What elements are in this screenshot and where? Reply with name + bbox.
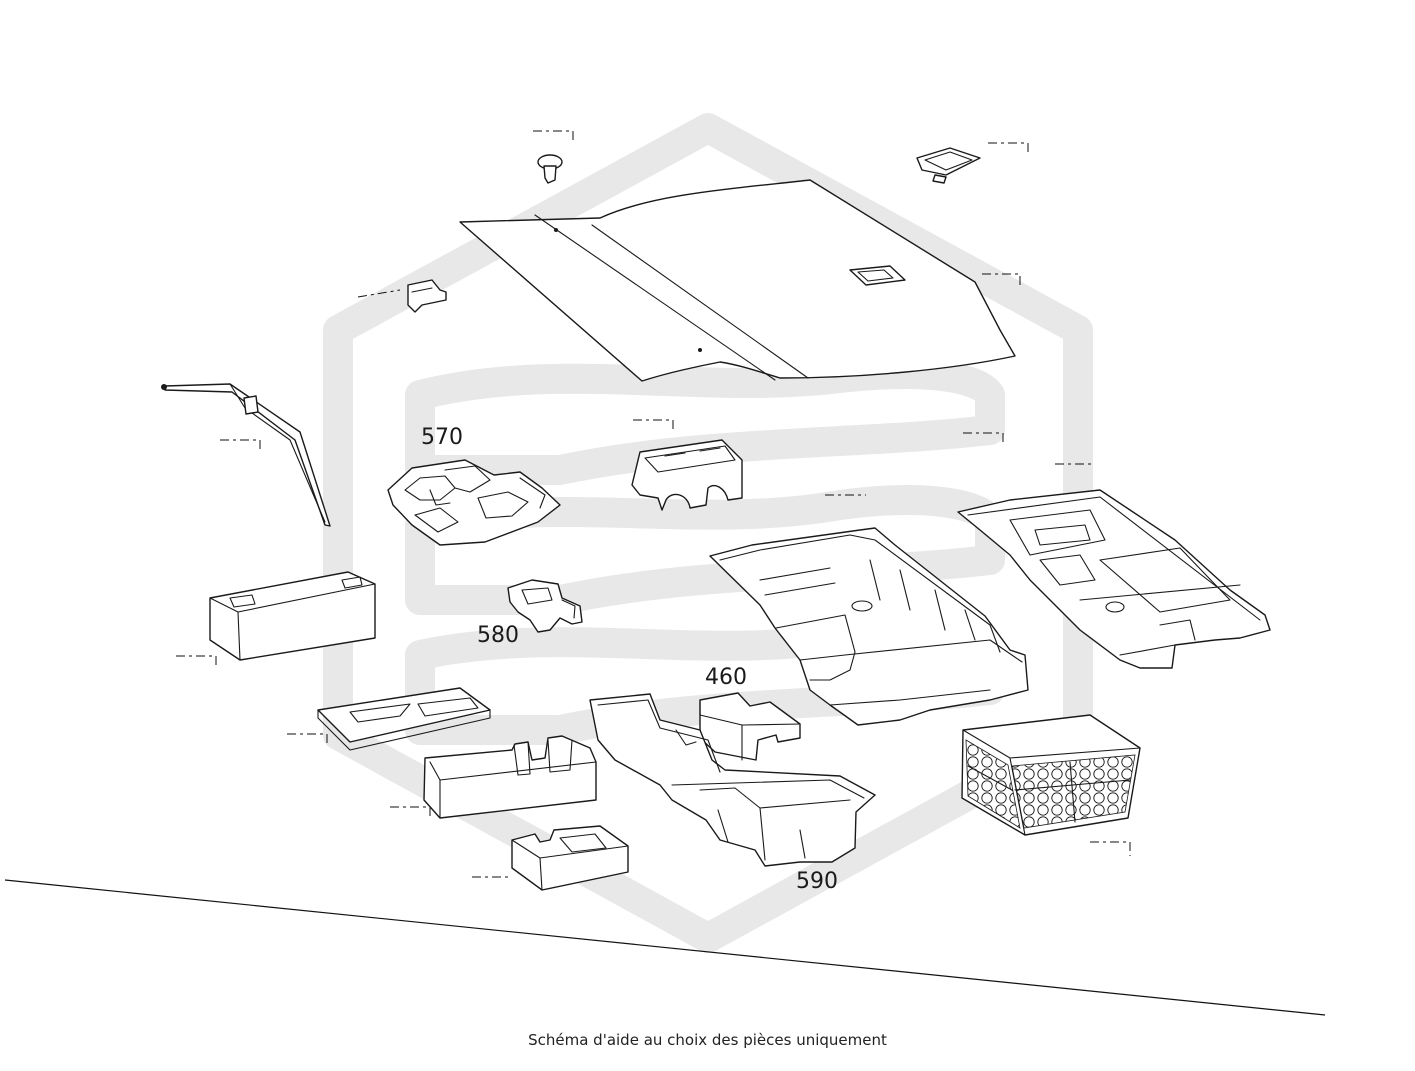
foam-insert-570[interactable]	[387, 459, 561, 546]
callout-460: 460	[705, 665, 747, 690]
tray-590[interactable]	[589, 693, 876, 867]
storage-crate[interactable]	[961, 714, 1141, 836]
insert-580[interactable]	[507, 579, 583, 633]
cargo-floor-cover[interactable]	[459, 179, 1016, 382]
storage-tub[interactable]	[709, 527, 1029, 726]
cover-bracket[interactable]	[407, 279, 447, 313]
callout-580: 580	[477, 623, 519, 648]
ground-line	[4, 879, 1326, 1016]
retaining-strap[interactable]	[161, 383, 331, 527]
cover-handle[interactable]	[916, 147, 981, 184]
callout-590: 590	[796, 869, 838, 894]
small-insert[interactable]	[511, 825, 629, 891]
callout-570: 570	[421, 425, 463, 450]
block-460[interactable]	[699, 692, 801, 761]
push-clip[interactable]	[537, 154, 563, 184]
storage-block[interactable]	[631, 439, 743, 511]
flat-tray[interactable]	[317, 687, 491, 751]
floor-pan[interactable]	[957, 489, 1271, 669]
leader-marks	[176, 130, 1131, 878]
battery-box[interactable]	[209, 571, 376, 661]
diagram-caption: Schéma d'aide au choix des pièces unique…	[528, 1031, 887, 1049]
cutout-insert[interactable]	[423, 735, 597, 819]
